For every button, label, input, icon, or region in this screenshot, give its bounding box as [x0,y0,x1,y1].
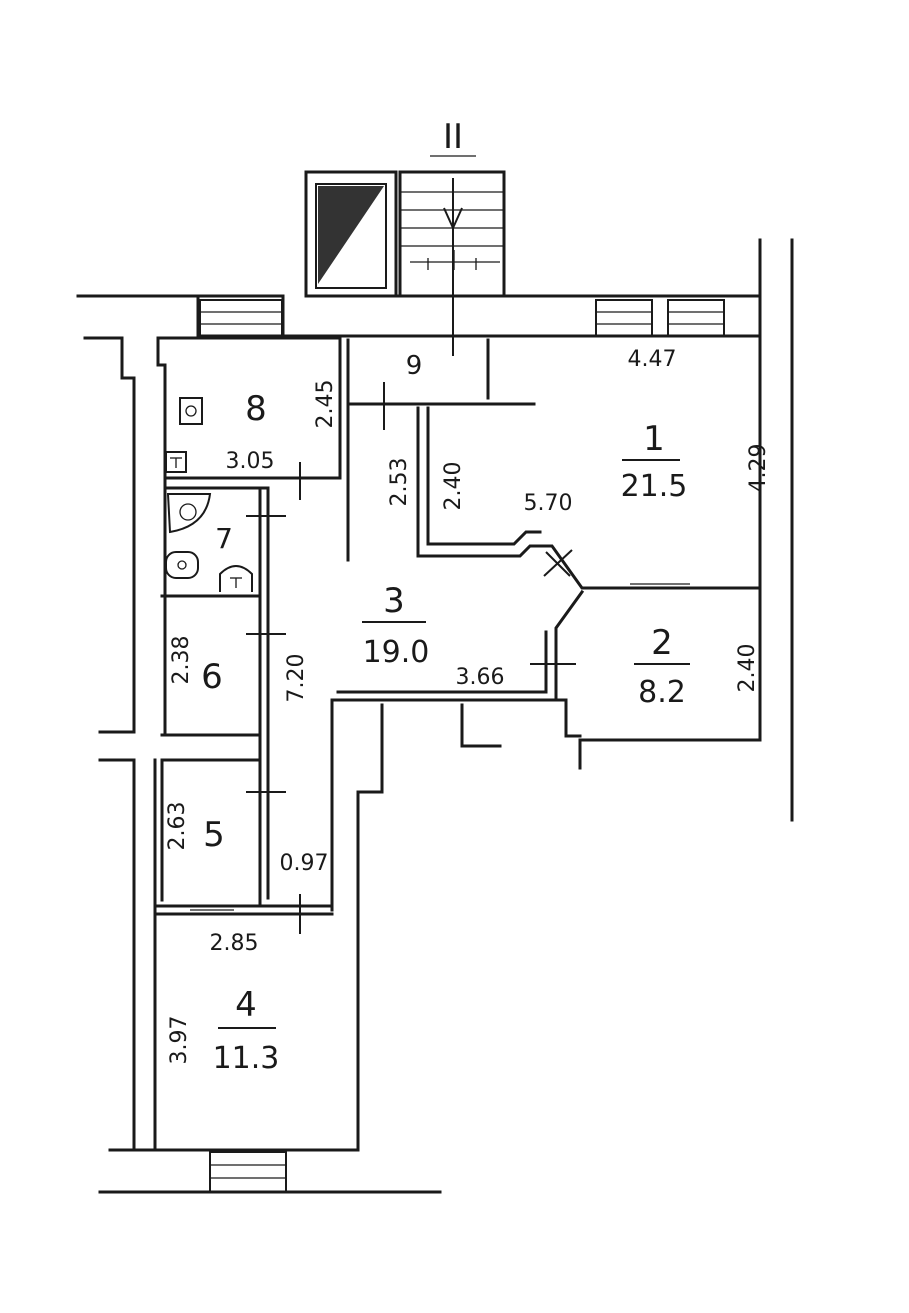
room-3-number: 3 [383,581,405,621]
dim-r4-top: 2.85 [210,931,259,956]
dim-r3-hall: 7.20 [284,654,309,703]
dim-r8-bottom: 3.05 [226,449,275,474]
room-2-area: 8.2 [638,675,686,710]
dim-r1-corridor: 2.53 [387,458,412,507]
dim-r4-left: 3.97 [167,1016,192,1065]
bathtub-icon [166,493,212,534]
entrance-stair: II [304,117,506,356]
dim-r1-right: 4.29 [746,444,771,493]
dim-r1-top: 4.47 [628,347,677,372]
room-6-number: 6 [201,657,223,697]
room-3-area: 19.0 [363,635,430,670]
dim-r8-right: 2.45 [313,380,338,429]
room-7-number: 7 [215,522,233,555]
exterior-walls [76,238,794,1194]
room-labels: 1 21.5 2 8.2 3 19.0 4 11.3 5 6 7 8 9 [201,351,687,1076]
room-4-number: 4 [235,985,257,1025]
stove-icon [179,397,203,425]
room-4-area: 11.3 [213,1041,280,1076]
dim-r6-left: 2.38 [169,636,194,685]
washbasin-icon [219,565,253,592]
toilet-icon [165,551,199,579]
door-marks [246,382,576,934]
sink-icon [165,451,187,473]
dim-r2-right: 2.40 [735,644,760,693]
dim-r1-left: 2.40 [441,462,466,511]
fixtures [165,397,253,592]
windows [199,299,725,1193]
interior-walls [156,338,762,916]
room-1-area: 21.5 [621,469,688,504]
room-9-number: 9 [406,351,423,381]
fraction-bars [218,459,690,1029]
room-8-number: 8 [245,389,267,429]
dim-r5-door: 0.97 [280,851,329,876]
dim-r3-bottom: 3.66 [456,665,505,690]
dim-r5-left: 2.63 [165,802,190,851]
dimension-labels: 4.47 4.29 5.70 2.40 2.53 2.45 3.05 7.20 … [165,347,771,1064]
room-1-number: 1 [643,419,665,459]
room-2-number: 2 [651,623,673,663]
section-mark: II [443,117,463,157]
room-5-number: 5 [203,815,225,855]
left-walls [83,336,342,1152]
dim-r1-bottom: 5.70 [524,491,573,516]
